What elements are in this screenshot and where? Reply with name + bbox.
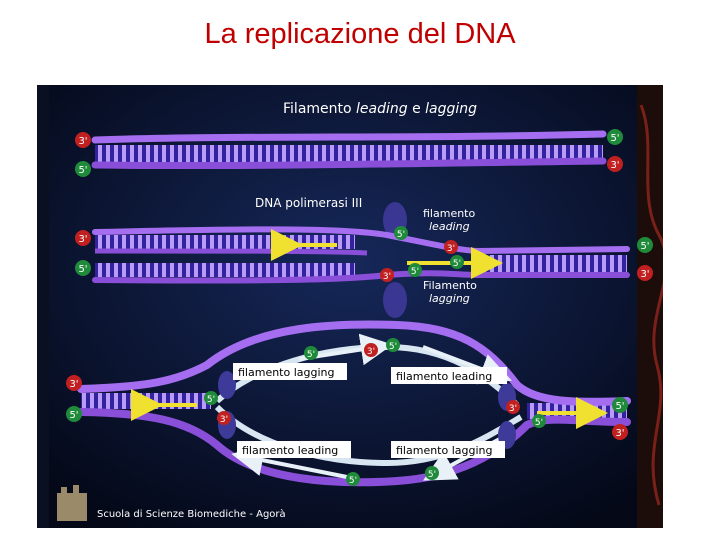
lagging-label-word: Filamento <box>423 279 477 292</box>
label-lagging-top: filamento lagging <box>238 366 335 379</box>
fork-bottom-strand <box>92 270 630 284</box>
end-label-5-bubble-d: 5' <box>532 414 546 428</box>
end-label-5-lagging-small: 5' <box>408 263 422 277</box>
fork-new-top <box>94 248 368 256</box>
svg-text:5': 5' <box>615 401 624 412</box>
dna-replication-diagram: Filamento leading e lagging 3' 5' 5' 3' … <box>37 85 663 528</box>
polymerase-label: DNA polimerasi III <box>255 196 362 210</box>
decorative-red-fiber <box>639 104 663 506</box>
lagging-label-italic: lagging <box>429 292 470 305</box>
svg-text:3': 3' <box>383 272 391 282</box>
end-label-5-bubble-b: 5' <box>386 338 400 352</box>
end-label-3-top-left: 3' <box>75 132 91 148</box>
svg-text:5': 5' <box>610 133 619 144</box>
top-strand <box>91 130 607 144</box>
end-label-3-bubble-c: 3' <box>217 411 231 425</box>
fork-right-pairs <box>477 255 627 273</box>
panel-left-edge <box>37 85 49 528</box>
end-label-3-bottom-right: 3' <box>607 156 623 172</box>
label-box-leading-top <box>391 367 507 384</box>
label-lagging-bottom: filamento lagging <box>396 444 493 457</box>
footer-text: Scuola di Scienze Biomediche - Agorà <box>97 508 286 520</box>
white-arrow-bottom-left <box>231 444 348 479</box>
end-label-5-bottom-left: 5' <box>75 161 91 177</box>
end-label-3-fork-left: 3' <box>75 230 91 246</box>
footer-logo <box>57 485 87 521</box>
panel-heading: Filamento leading e lagging <box>283 101 477 117</box>
svg-text:5': 5' <box>207 395 215 405</box>
slide-title: La replicazione del DNA <box>204 18 516 50</box>
end-label-3-bubble-d: 3' <box>506 400 520 414</box>
end-label-3-polymerase-mid: 3' <box>444 240 458 254</box>
svg-text:5': 5' <box>535 418 543 428</box>
end-label-5-bubble-a: 5' <box>304 346 318 360</box>
svg-text:5': 5' <box>453 259 461 269</box>
svg-text:3': 3' <box>220 415 228 425</box>
end-label-5-bubble-right: 5' <box>612 397 628 413</box>
end-label-3-bubble-left: 3' <box>66 375 82 391</box>
svg-text:5': 5' <box>397 230 405 240</box>
label-leading-top: filamento leading <box>396 370 492 383</box>
label-box-leading-bottom <box>237 441 351 458</box>
label-leading-bottom: filamento leading <box>242 444 338 457</box>
svg-text:3': 3' <box>447 244 455 254</box>
svg-text:3': 3' <box>640 269 649 280</box>
end-label-5-bubble-c: 5' <box>204 391 218 405</box>
end-label-3-bubble-a: 3' <box>364 343 378 357</box>
polymerase-bubble-left-top <box>218 371 236 399</box>
end-label-5-top-right: 5' <box>607 129 623 145</box>
svg-text:5': 5' <box>69 410 78 421</box>
svg-text:3': 3' <box>78 234 87 245</box>
end-label-5-bubble-e: 5' <box>425 466 439 480</box>
leading-label-word: filamento <box>423 207 475 220</box>
svg-text:3': 3' <box>69 379 78 390</box>
end-label-5-polymerase-top: 5' <box>394 226 408 240</box>
leading-label-italic: leading <box>429 220 470 233</box>
svg-text:5': 5' <box>640 241 649 252</box>
end-label-3-lagging-small: 3' <box>380 268 394 282</box>
svg-text:5': 5' <box>78 165 87 176</box>
bubble-top-strand <box>77 320 631 406</box>
svg-text:5': 5' <box>428 470 436 480</box>
svg-text:3': 3' <box>615 428 624 439</box>
label-box-lagging-bottom <box>391 441 505 458</box>
svg-text:5': 5' <box>349 476 357 486</box>
end-label-5-fork-right: 5' <box>637 237 653 253</box>
end-label-5-polymerase-mid: 5' <box>450 255 464 269</box>
svg-text:5': 5' <box>389 342 397 352</box>
base-pairs <box>95 145 603 163</box>
end-label-3-bubble-right: 3' <box>612 424 628 440</box>
fork-left-pairs-bottom <box>95 263 355 277</box>
svg-text:3': 3' <box>610 160 619 171</box>
end-label-3-fork-right: 3' <box>637 265 653 281</box>
svg-text:3': 3' <box>367 347 375 357</box>
svg-text:5': 5' <box>78 264 87 275</box>
end-label-5-bubble-left: 5' <box>66 406 82 422</box>
svg-text:5': 5' <box>307 350 315 360</box>
polymerase-bottom <box>383 282 407 318</box>
svg-text:3': 3' <box>509 404 517 414</box>
svg-text:3': 3' <box>78 136 87 147</box>
bottom-strand <box>91 157 607 170</box>
bubble-inner-bottom-new <box>214 404 523 467</box>
svg-text:5': 5' <box>411 267 419 277</box>
end-label-5-bubble-f: 5' <box>346 472 360 486</box>
label-box-lagging-top <box>233 363 347 380</box>
end-label-5-fork-left: 5' <box>75 260 91 276</box>
intact-dna-duplex <box>91 130 607 170</box>
